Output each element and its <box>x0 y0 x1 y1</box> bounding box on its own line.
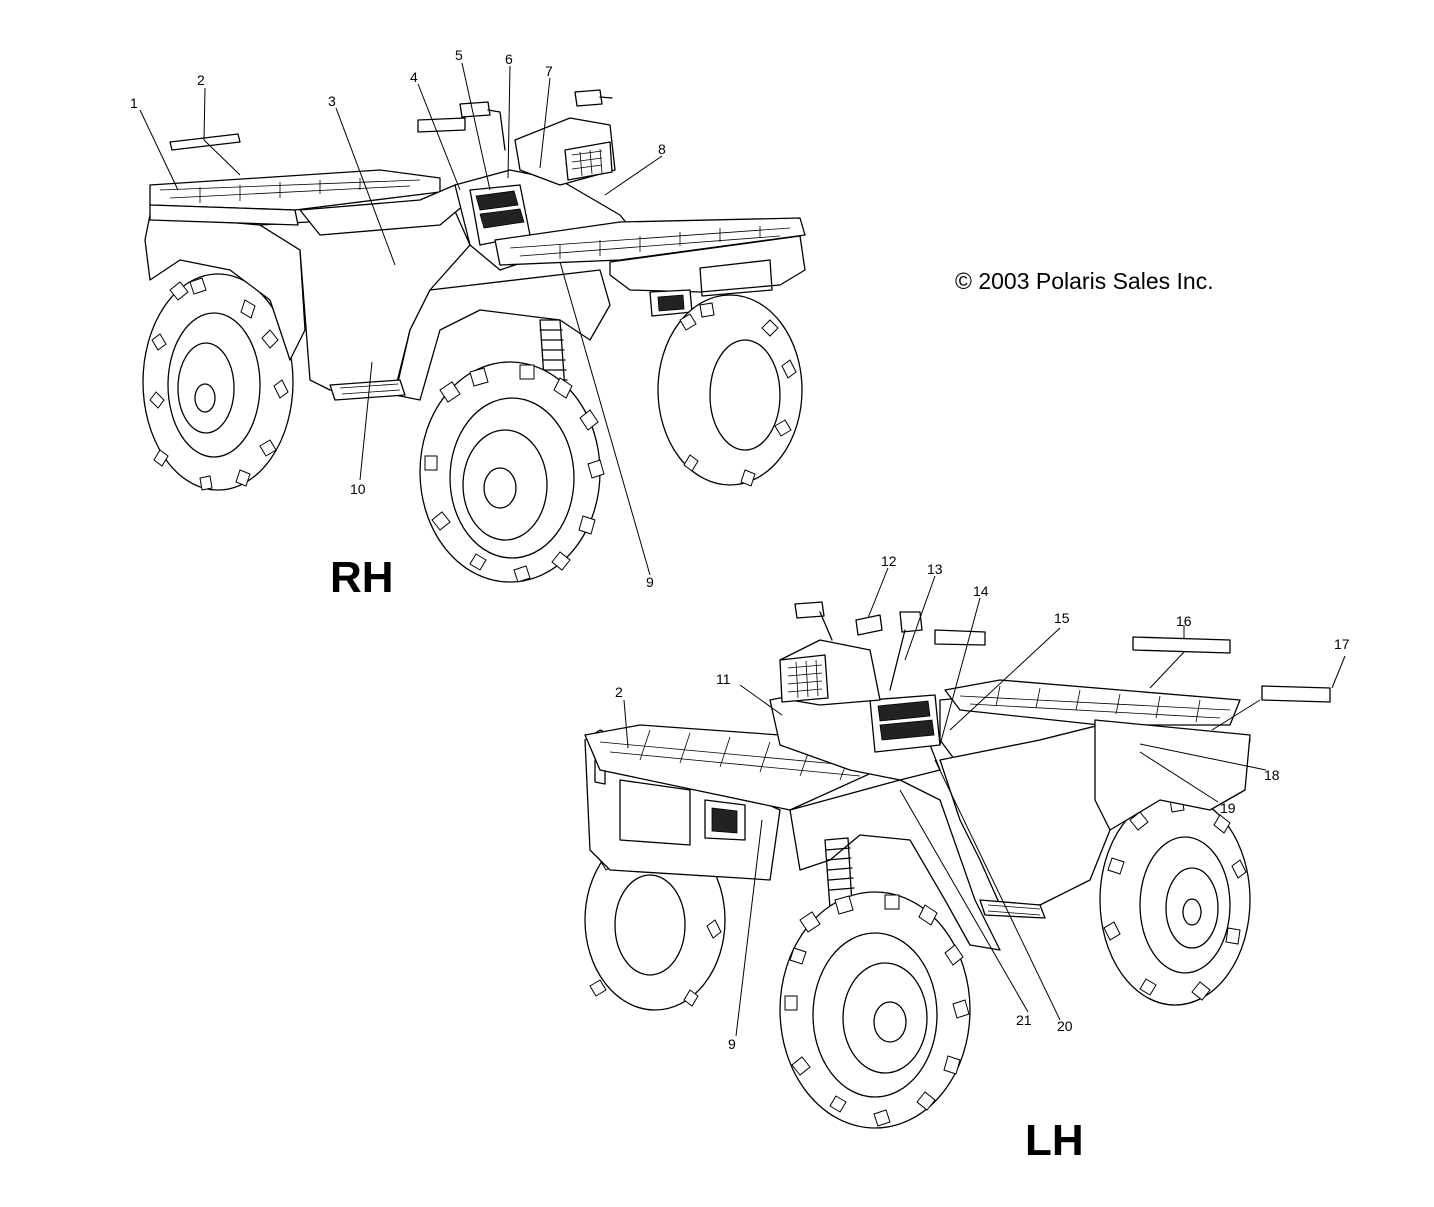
leader-lines <box>139 62 1346 1037</box>
callout-2: 2 <box>615 684 623 700</box>
callout-21: 21 <box>1016 1012 1032 1028</box>
rh-front-bumper <box>609 235 806 317</box>
callout-12: 12 <box>881 553 897 569</box>
callout-17: 17 <box>1334 636 1350 652</box>
callout-5: 5 <box>455 47 463 63</box>
callout-4: 4 <box>410 69 418 85</box>
callout-1: 1 <box>130 95 138 111</box>
view-label-rh: RH <box>330 553 394 602</box>
rh-front-fender <box>394 269 611 401</box>
lh-callouts: 2 9 11 12 13 14 15 16 17 18 19 20 21 <box>615 553 1350 1052</box>
atv-lh-view <box>584 601 1251 1129</box>
lh-front-wheel <box>779 891 971 1129</box>
callout-6: 6 <box>505 51 513 67</box>
callout-11: 11 <box>716 671 731 687</box>
callout-8: 8 <box>658 141 666 157</box>
lh-decal-12-strip <box>855 614 883 636</box>
callout-2: 2 <box>197 72 205 88</box>
view-label-lh: LH <box>1025 1116 1084 1165</box>
rh-model-decal <box>469 184 531 246</box>
rh-rear-wheel <box>142 273 294 491</box>
rh-far-front-wheel <box>657 294 803 487</box>
callout-3: 3 <box>328 93 336 109</box>
lh-rear-fender <box>1094 719 1251 831</box>
rh-rear-rack <box>149 169 441 226</box>
lh-decal-16-strip <box>1132 636 1231 654</box>
lh-rear-wheel <box>1099 794 1251 1006</box>
callout-15: 15 <box>1054 610 1070 626</box>
rh-decal-2-strip <box>169 133 241 151</box>
copyright-notice: © 2003 Polaris Sales Inc. <box>955 268 1214 294</box>
callout-7: 7 <box>545 63 553 79</box>
callout-18: 18 <box>1264 767 1280 783</box>
lh-front-fender <box>789 779 1001 951</box>
lh-handlebar <box>779 601 986 706</box>
lh-rear-rack <box>944 679 1241 726</box>
rh-front-rack <box>494 217 806 266</box>
callout-16: 16 <box>1176 613 1192 629</box>
atv-rh-view <box>142 89 806 583</box>
callout-10: 10 <box>350 481 366 497</box>
callout-19: 19 <box>1220 800 1236 816</box>
callout-20: 20 <box>1057 1018 1073 1034</box>
rh-callouts: 1 2 3 4 5 6 7 8 9 10 <box>130 47 666 590</box>
callout-14: 14 <box>973 583 989 599</box>
callout-13: 13 <box>927 561 943 577</box>
rh-handlebar <box>417 89 616 186</box>
lh-footrest <box>979 899 1046 919</box>
callout-9: 9 <box>728 1036 736 1052</box>
rh-front-wheel <box>419 361 605 583</box>
lh-decal-17-strip <box>1261 685 1331 703</box>
callout-9: 9 <box>646 574 654 590</box>
lh-model-decal <box>869 694 941 753</box>
